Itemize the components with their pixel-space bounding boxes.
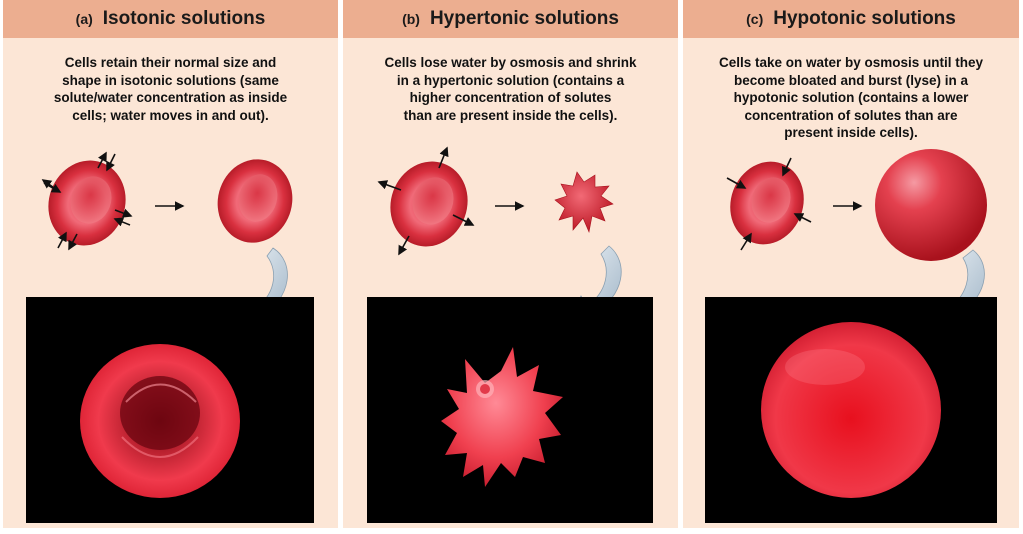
hypertonic-diagram [377, 146, 622, 327]
panel-title: Hypotonic solutions [773, 8, 956, 29]
micrograph-isotonic [26, 297, 314, 523]
osmosis-arrow-icon [41, 151, 133, 251]
panel-header: (b) Hypertonic solutions [343, 0, 678, 38]
panel-description: Cells lose water by osmosis and shrink i… [384, 55, 637, 123]
panel-title: Isotonic solutions [102, 8, 266, 29]
panel-description: Cells take on water by osmosis until the… [718, 55, 984, 140]
panel-header: (c) Hypotonic solutions [683, 0, 1019, 38]
micrograph-hypotonic [705, 297, 997, 523]
panel-title: Hypertonic solutions [429, 8, 619, 29]
osmosis-arrow-icon [377, 146, 475, 256]
panel-letter: (a) [75, 11, 93, 27]
panel-hypertonic: (b) Hypertonic solutions Cells lose wate… [343, 0, 678, 528]
panel-isotonic: (a) Isotonic solutions Cells retain thei… [3, 0, 338, 528]
normal-cell-with-arrows [377, 146, 475, 256]
panel-letter: (b) [402, 11, 420, 27]
swollen-cell [875, 149, 987, 261]
panel-header: (a) Isotonic solutions [3, 0, 338, 38]
normal-cell-with-arrows [726, 157, 812, 251]
panel-description: Cells retain their normal size and shape… [53, 55, 288, 123]
micrograph-hypertonic [367, 297, 653, 523]
osmosis-arrow-icon [726, 157, 812, 251]
panel-hypotonic: (c) Hypotonic solutions Cells take on wa… [683, 0, 1019, 528]
normal-cell [217, 159, 293, 243]
shrunken-cell [554, 171, 614, 234]
panel-letter: (c) [746, 11, 764, 27]
normal-cell-with-arrows [41, 151, 133, 251]
